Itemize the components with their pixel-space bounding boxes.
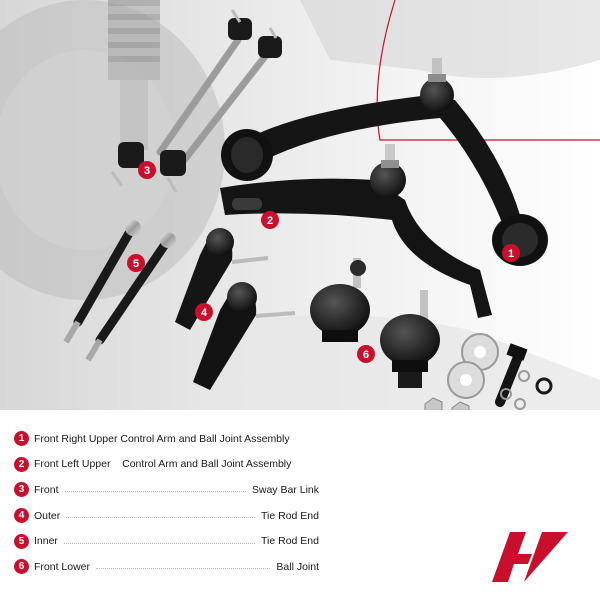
legend-label-6: Front Lower bbox=[34, 560, 91, 573]
legend-row-5: 5 Inner Tie Rod End bbox=[14, 528, 319, 554]
strut-silhouette bbox=[108, 0, 160, 150]
svg-text:2: 2 bbox=[267, 215, 273, 227]
upper-control-arm-left bbox=[220, 144, 492, 318]
callout-4: 4 bbox=[195, 303, 213, 321]
legend-dotted-divider bbox=[66, 517, 256, 519]
legend-number-3: 3 bbox=[14, 482, 29, 498]
a-premium-logo-icon bbox=[492, 532, 568, 582]
legend-row-3: 3 Front Sway Bar Link bbox=[14, 477, 319, 503]
legend-number-5: 5 bbox=[14, 533, 29, 549]
callout-3: 3 bbox=[138, 161, 156, 179]
callout-6: 6 bbox=[357, 345, 375, 363]
product-photo: 1 2 3 4 5 6 bbox=[0, 0, 600, 410]
legend-dotted-divider bbox=[63, 542, 256, 544]
legend-dotted-divider bbox=[64, 491, 246, 493]
callout-5: 5 bbox=[127, 254, 145, 272]
legend-row-1: 1 Front Right Upper Control Arm and Ball… bbox=[14, 426, 319, 452]
upper-control-arm-right bbox=[221, 58, 548, 266]
legend-number-4: 4 bbox=[14, 508, 29, 524]
legend-detail-3: Sway Bar Link bbox=[251, 483, 319, 496]
outer-tie-rod-pair bbox=[175, 228, 296, 390]
accent-line bbox=[376, 0, 600, 141]
legend-number-1: 1 bbox=[14, 431, 29, 447]
svg-text:4: 4 bbox=[201, 307, 208, 319]
inner-tie-rod-pair bbox=[63, 220, 176, 362]
legend-detail-5: Tie Rod End bbox=[261, 535, 319, 548]
svg-text:6: 6 bbox=[363, 349, 369, 361]
legend-dotted-divider bbox=[96, 568, 271, 570]
legend-detail-4: Tie Rod End bbox=[261, 509, 319, 522]
legend-number-2: 2 bbox=[14, 456, 29, 472]
legend-label-2: Front Left Upper Control Arm and Ball Jo… bbox=[34, 458, 292, 471]
svg-text:1: 1 bbox=[508, 248, 514, 260]
parts-legend: 1 Front Right Upper Control Arm and Ball… bbox=[14, 426, 319, 580]
svg-text:5: 5 bbox=[133, 258, 139, 270]
legend-label-1: Front Right Upper Control Arm and Ball J… bbox=[34, 432, 290, 445]
legend-detail-6: Ball Joint bbox=[276, 560, 319, 573]
legend-label-3: Front bbox=[34, 483, 59, 496]
legend-label-4: Outer bbox=[34, 509, 61, 522]
lower-ball-joint-pair bbox=[310, 258, 440, 388]
callout-2: 2 bbox=[261, 211, 279, 229]
sway-bar-link-pair bbox=[110, 9, 282, 193]
legend-label-5: Inner bbox=[34, 535, 58, 548]
legend-row-4: 4 Outer Tie Rod End bbox=[14, 503, 319, 529]
legend-row-6: 6 Front Lower Ball Joint bbox=[14, 554, 319, 580]
svg-text:3: 3 bbox=[144, 165, 150, 177]
callout-1: 1 bbox=[502, 244, 520, 262]
legend-row-2: 2 Front Left Upper Control Arm and Ball … bbox=[14, 452, 319, 478]
legend-number-6: 6 bbox=[14, 559, 29, 575]
hardware-kit bbox=[424, 333, 553, 410]
